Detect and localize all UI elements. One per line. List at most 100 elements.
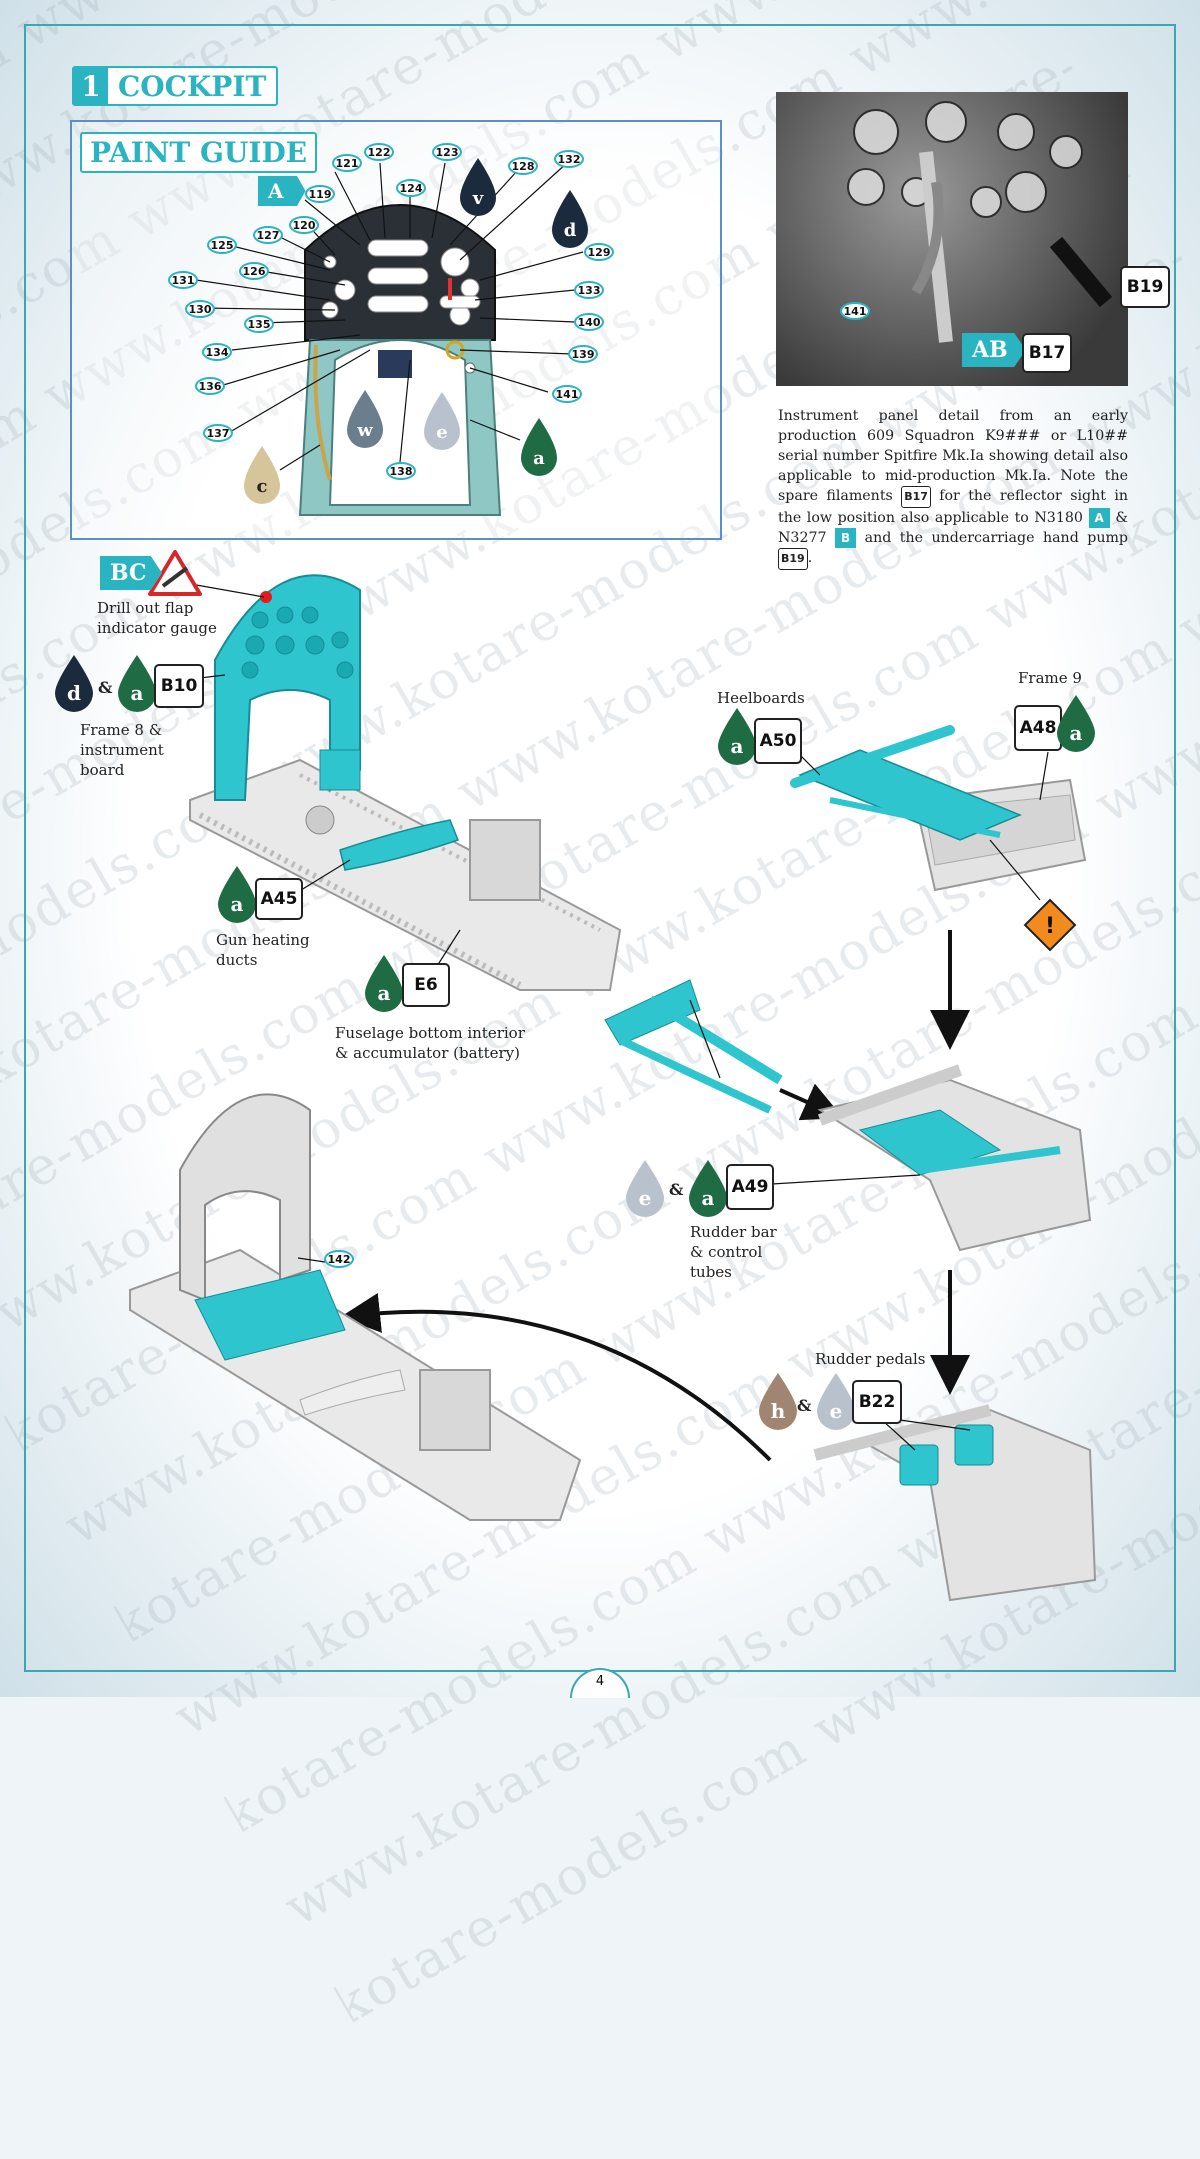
callout-120: 120	[289, 216, 319, 234]
frame-9-label: Frame 9	[1018, 669, 1082, 687]
paint-drop-d: d	[552, 190, 588, 248]
paint-drop-a-gun-ducts: a	[218, 866, 256, 923]
part-a50: A50	[754, 718, 802, 764]
svg-text:a: a	[533, 448, 545, 469]
final-cockpit-assembly-drawing	[129, 1093, 582, 1521]
svg-text:h: h	[771, 1399, 786, 1423]
paint-drop-c: c	[244, 446, 280, 504]
part-b22: B22	[852, 1380, 902, 1424]
part-a49: A49	[726, 1164, 774, 1210]
photo-tag-ab: AB	[962, 333, 1026, 367]
callout-131: 131	[168, 271, 198, 289]
paint-drop-e-rudder-bar: e	[626, 1160, 664, 1217]
callout-134: 134	[202, 343, 232, 361]
callout-126: 126	[239, 262, 269, 280]
callout-119: 119	[305, 185, 335, 203]
paint-guide-title: PAINT GUIDE	[80, 132, 318, 173]
part-b10: B10	[154, 664, 204, 708]
callout-124: 124	[396, 179, 426, 197]
callout-130: 130	[185, 300, 215, 318]
photo-callout-141: 141	[840, 302, 870, 320]
section-label: COCKPIT	[118, 69, 267, 103]
caption-text: & N3277	[778, 510, 1129, 546]
svg-text:w: w	[356, 420, 373, 441]
svg-text:d: d	[564, 220, 577, 241]
paint-drop-a-heelboards: a	[718, 708, 756, 765]
section-number: 1	[74, 68, 108, 104]
svg-text:a: a	[378, 981, 391, 1005]
svg-text:d: d	[67, 681, 81, 705]
callout-142: 142	[324, 1250, 354, 1268]
callout-132: 132	[554, 150, 584, 168]
callout-140: 140	[574, 313, 604, 331]
fuselage-floor-drawing	[189, 758, 622, 991]
part-b17-photo: B17	[1022, 333, 1072, 373]
tag-bc: BC	[100, 556, 162, 590]
callout-123: 123	[432, 143, 462, 161]
callout-125: 125	[207, 236, 237, 254]
svg-text:!: !	[1045, 914, 1055, 939]
caption-text: and the undercarriage hand pump	[864, 530, 1129, 546]
photo-detail	[847, 101, 1113, 343]
rudder-assembly-drawing	[817, 1064, 1092, 1252]
rudder-pedals-label: Rudder pedals	[815, 1350, 926, 1368]
caption-text: Instrument panel detail from an early pr…	[778, 408, 1128, 504]
caption-tag-b19: B19	[778, 548, 808, 570]
callout-121: 121	[332, 154, 362, 172]
svg-text:a: a	[131, 681, 144, 705]
svg-text:a: a	[731, 734, 744, 758]
heelboards-label: Heelboards	[717, 689, 805, 707]
ampersand: &	[98, 678, 113, 697]
paint-guide-panel-drawing	[195, 159, 584, 516]
ampersand: &	[797, 1396, 812, 1415]
caption-tag-b: B	[835, 528, 857, 548]
warning-triangle-icon	[148, 550, 202, 596]
arrow-curve	[340, 1293, 772, 1462]
callout-128: 128	[508, 157, 538, 175]
callout-129: 129	[584, 243, 614, 261]
arrow-right	[779, 1083, 844, 1121]
callout-138: 138	[386, 462, 416, 480]
paint-drop-w: w	[347, 390, 383, 448]
paint-drop-h-pedals: h	[759, 1373, 797, 1430]
part-b19-photo: B19	[1120, 266, 1170, 308]
svg-text:a: a	[1070, 721, 1083, 745]
caption-text: for the reflector sight in the low posit…	[778, 488, 1128, 526]
paint-drop-d-frame8: d	[55, 655, 93, 712]
callout-141: 141	[552, 385, 582, 403]
frame-9-heelboards-drawing	[790, 725, 1087, 892]
caption-tag-b17: B17	[901, 486, 931, 508]
svg-text:a: a	[231, 892, 244, 916]
paint-drop-v: v	[460, 158, 496, 216]
callout-139: 139	[568, 345, 598, 363]
svg-text:v: v	[472, 188, 484, 209]
ampersand: &	[669, 1180, 684, 1199]
hazard-diamond-icon: !	[1023, 898, 1077, 952]
callout-135: 135	[244, 315, 274, 333]
fuselage-label: Fuselage bottom interior & accumulator (…	[335, 1024, 525, 1062]
part-e6: E6	[402, 963, 450, 1007]
photo-caption: Instrument panel detail from an early pr…	[778, 406, 1128, 570]
callout-127: 127	[253, 226, 283, 244]
gun-ducts-label: Gun heating ducts	[216, 931, 310, 969]
part-a45: A45	[255, 878, 303, 920]
paint-drop-a-frame8: a	[118, 655, 156, 712]
rudder-pedals-drawing	[813, 1404, 1097, 1602]
rudder-bar-label: Rudder bar & control tubes	[690, 1223, 777, 1281]
callout-136: 136	[195, 377, 225, 395]
svg-text:e: e	[436, 422, 447, 443]
paint-drop-e-pedals: e	[817, 1373, 855, 1430]
paint-drop-a-frame9: a	[1057, 695, 1095, 752]
callout-133: 133	[574, 281, 604, 299]
paint-drop-e: e	[424, 392, 460, 450]
svg-text:e: e	[639, 1186, 652, 1210]
callout-137: 137	[203, 424, 233, 442]
drill-note: Drill out flap indicator gauge	[97, 599, 217, 637]
paint-drop-a: a	[521, 418, 557, 476]
marking-tag-a: A	[258, 176, 306, 206]
paint-drop-a-rudder-bar: a	[689, 1160, 727, 1217]
caption-text: .	[807, 550, 813, 566]
rudder-bar-control-tubes-drawing	[604, 979, 783, 1114]
cockpit-reference-photo	[776, 92, 1128, 386]
svg-text:e: e	[830, 1399, 843, 1423]
